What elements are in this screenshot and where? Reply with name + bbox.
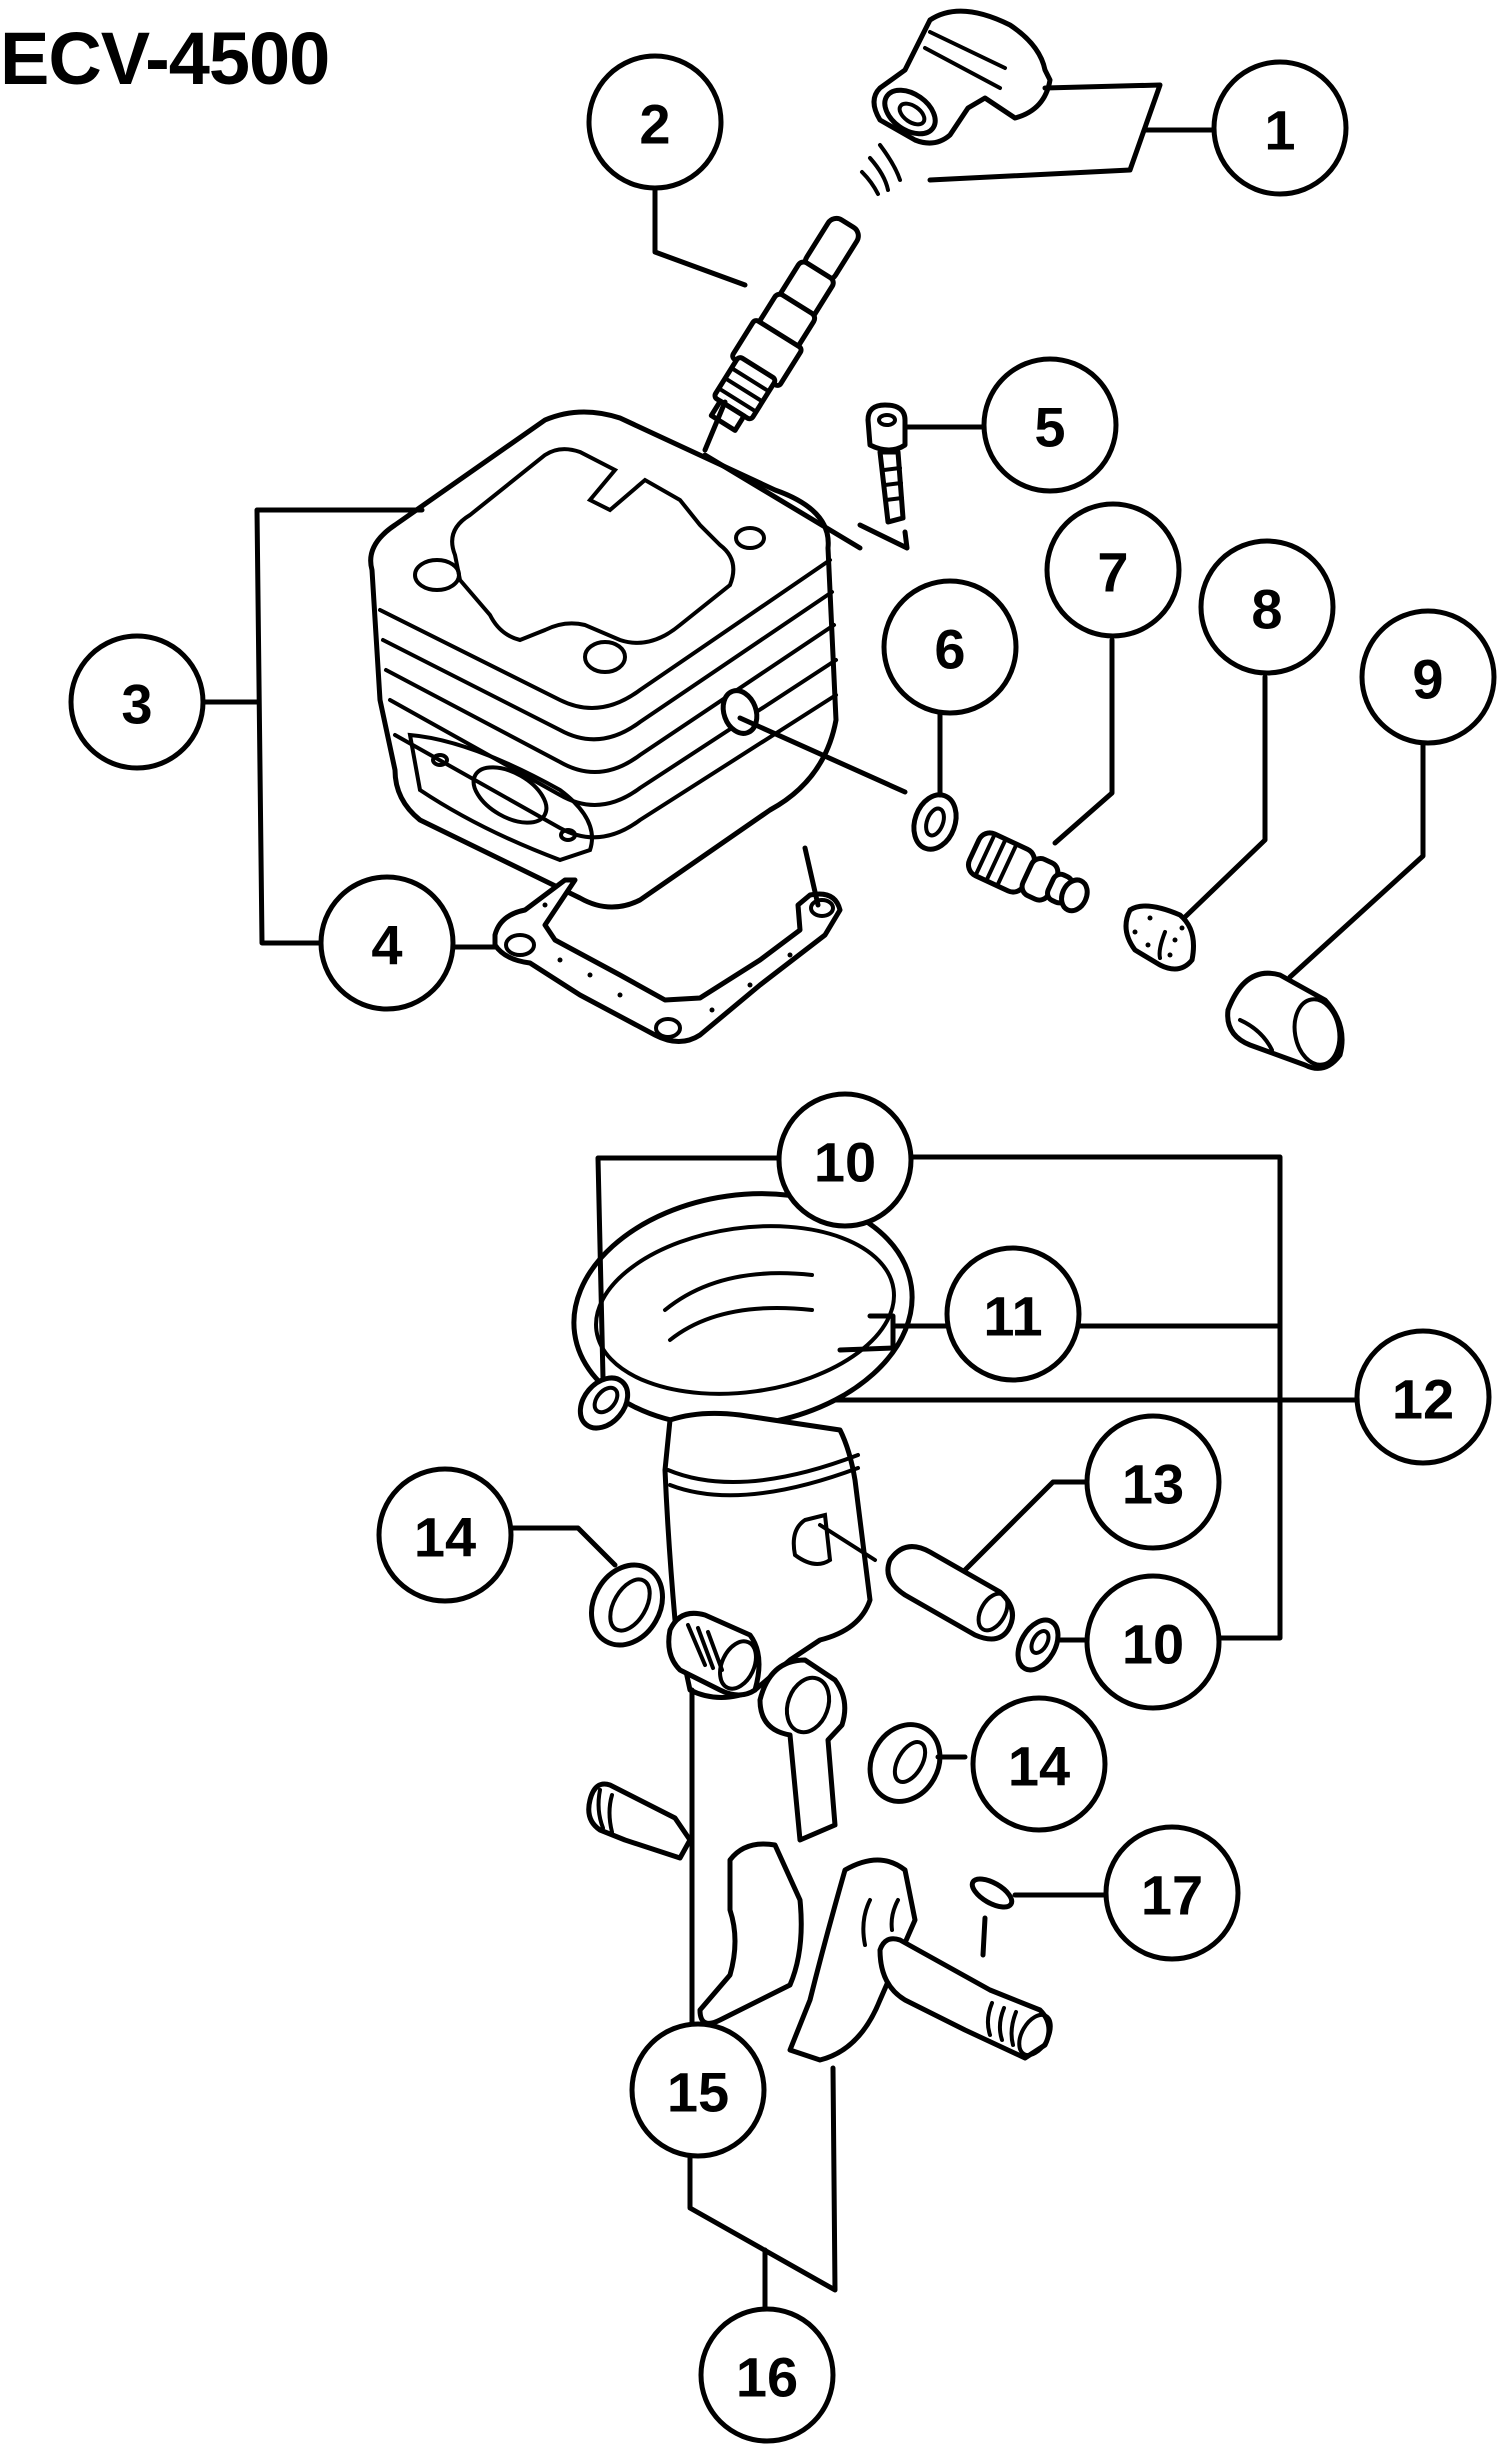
callout-number: 7: [1097, 541, 1128, 604]
callout-circle: [1359, 608, 1497, 746]
spark-plug-part: [708, 215, 861, 433]
callout-circle: [981, 356, 1119, 494]
callout-number: 6: [934, 618, 965, 681]
callout-number: 14: [1008, 1735, 1070, 1798]
piston-pin-part: [885, 1544, 1015, 1642]
callout-number: 15: [667, 2061, 729, 2124]
callout-circle: [1354, 1328, 1492, 1466]
callout-circle: [944, 1245, 1082, 1383]
callout-circle: [970, 1695, 1108, 1833]
callout-balloon-1: 1: [1211, 59, 1349, 197]
callout-number: 11: [983, 1285, 1042, 1348]
callout-number: 1: [1264, 99, 1295, 162]
woodruff-key-part: [969, 1876, 1015, 1910]
decompression-valve-part: [965, 830, 1090, 914]
callout-balloon-8: 8: [1198, 538, 1336, 676]
callout-number: 8: [1251, 578, 1282, 641]
callout-balloon-4: 4: [318, 874, 456, 1012]
callout-circle: [1044, 501, 1182, 639]
callout-balloon-2: 2: [586, 53, 724, 191]
callout-number: 4: [371, 914, 402, 977]
callout-number: 13: [1122, 1453, 1184, 1516]
callout-balloon-10: 10: [1084, 1573, 1222, 1711]
callout-circle: [1211, 59, 1349, 197]
callout-circle: [698, 2306, 836, 2444]
diagram-title: ECV-4500: [0, 17, 330, 100]
cylinder-gasket-part: [492, 877, 843, 1044]
callout-balloon-17: 17: [1103, 1824, 1241, 1962]
spark-plug-cap-part: [860, 8, 1053, 196]
callout-number: 12: [1392, 1368, 1454, 1431]
callout-circle: [629, 2021, 767, 2159]
leader-lines: [202, 82, 1426, 2313]
filter-part: [1123, 903, 1196, 972]
callout-number: 17: [1141, 1864, 1203, 1927]
callout-number: 9: [1412, 648, 1443, 711]
callout-circle: [1198, 538, 1336, 676]
cover-cap-part: [1225, 970, 1345, 1071]
callout-number: 3: [121, 673, 152, 736]
callout-balloon-11: 11: [944, 1245, 1082, 1383]
oil-seal-part-left: [589, 1562, 665, 1648]
callout-balloon-12: 12: [1354, 1328, 1492, 1466]
callout-number: 14: [414, 1506, 476, 1569]
callout-number: 16: [736, 2346, 798, 2409]
callout-number: 2: [639, 93, 670, 156]
callout-balloon-16: 16: [698, 2306, 836, 2444]
callout-balloon-9: 9: [1359, 608, 1497, 746]
callout-circle: [68, 633, 206, 771]
callout-circle: [318, 874, 456, 1012]
needle-bearing-part: [666, 1610, 762, 1698]
callout-circle: [1084, 1413, 1222, 1551]
crankshaft-part: [586, 1657, 1053, 2063]
cylinder-part: [368, 409, 839, 910]
callout-number: 10: [814, 1131, 876, 1194]
callout-balloon-15: 15: [629, 2021, 767, 2159]
oil-seal-part-right: [867, 1722, 943, 1804]
callout-circle: [776, 1091, 914, 1229]
callout-balloon-7: 7: [1044, 501, 1182, 639]
circlip-part-left: [577, 1375, 631, 1431]
callout-circle: [1084, 1573, 1222, 1711]
callout-number: 10: [1122, 1613, 1184, 1676]
callout-circle: [1103, 1824, 1241, 1962]
callout-balloon-5: 5: [981, 356, 1119, 494]
washer-part: [911, 792, 959, 852]
callout-balloon-6: 6: [881, 578, 1019, 716]
callout-circle: [881, 578, 1019, 716]
callout-balloon-14: 14: [970, 1695, 1108, 1833]
callout-balloon-13: 13: [1084, 1413, 1222, 1551]
circlip-part-right: [1015, 1617, 1061, 1673]
callout-circle: [586, 53, 724, 191]
callout-balloon-3: 3: [68, 633, 206, 771]
screw-part: [865, 402, 908, 525]
callout-circle: [376, 1466, 514, 1604]
callout-balloon-10: 10: [776, 1091, 914, 1229]
callout-number: 5: [1034, 396, 1065, 459]
callout-balloon-14: 14: [376, 1466, 514, 1604]
